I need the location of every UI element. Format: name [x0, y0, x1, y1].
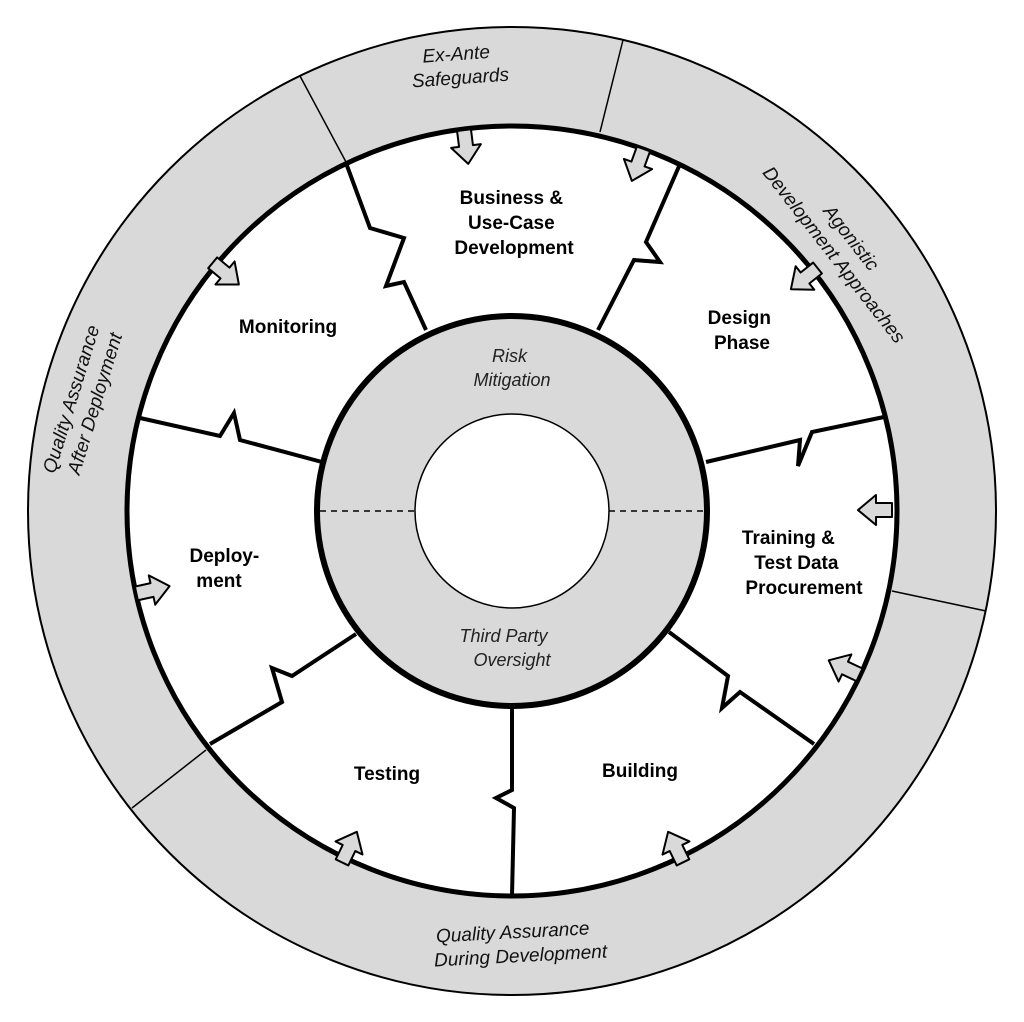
phase-testing-label: Testing: [354, 764, 420, 785]
inward-arrow-icon: [207, 256, 240, 286]
divider-business-design: [596, 163, 682, 331]
inward-arrow-icon: [789, 261, 823, 291]
phase-training-label: Training & Test Data Procurement: [742, 528, 863, 599]
divider-testing-deployment: [208, 632, 358, 746]
divider-deployment-monitoring: [139, 407, 323, 464]
phase-monitoring-label: Monitoring: [239, 317, 337, 338]
inward-arrow-icon: [622, 145, 654, 182]
inward-arrow-icon: [827, 653, 864, 683]
core-hole: [414, 413, 610, 609]
divider-business-monitoring: [344, 162, 428, 331]
phase-deployment-label: Deploy- ment: [190, 546, 265, 592]
core-third-party-label: Third Party Oversight: [459, 626, 552, 670]
ring-divider-1: [299, 75, 347, 163]
inward-arrow-icon: [450, 128, 482, 165]
safeguard-arrows: [133, 128, 894, 867]
phase-building-label: Building: [602, 761, 678, 782]
inward-arrow-icon: [133, 574, 171, 606]
inward-arrow-icon: [857, 494, 894, 526]
divider-design-training: [705, 415, 885, 467]
ring-divider-2: [599, 39, 624, 133]
core-risk-mitigation-label: Risk Mitigation: [473, 346, 550, 390]
phase-business-label: Business & Use-Case Development: [454, 188, 574, 259]
divider-training-building: [667, 630, 816, 746]
inward-arrow-icon: [334, 830, 364, 867]
ring-divider-4: [131, 749, 207, 809]
divider-building-testing: [491, 707, 517, 897]
phase-design-label: Design Phase: [708, 308, 777, 354]
ring-divider-3: [891, 590, 987, 612]
inward-arrow-icon: [661, 830, 691, 867]
